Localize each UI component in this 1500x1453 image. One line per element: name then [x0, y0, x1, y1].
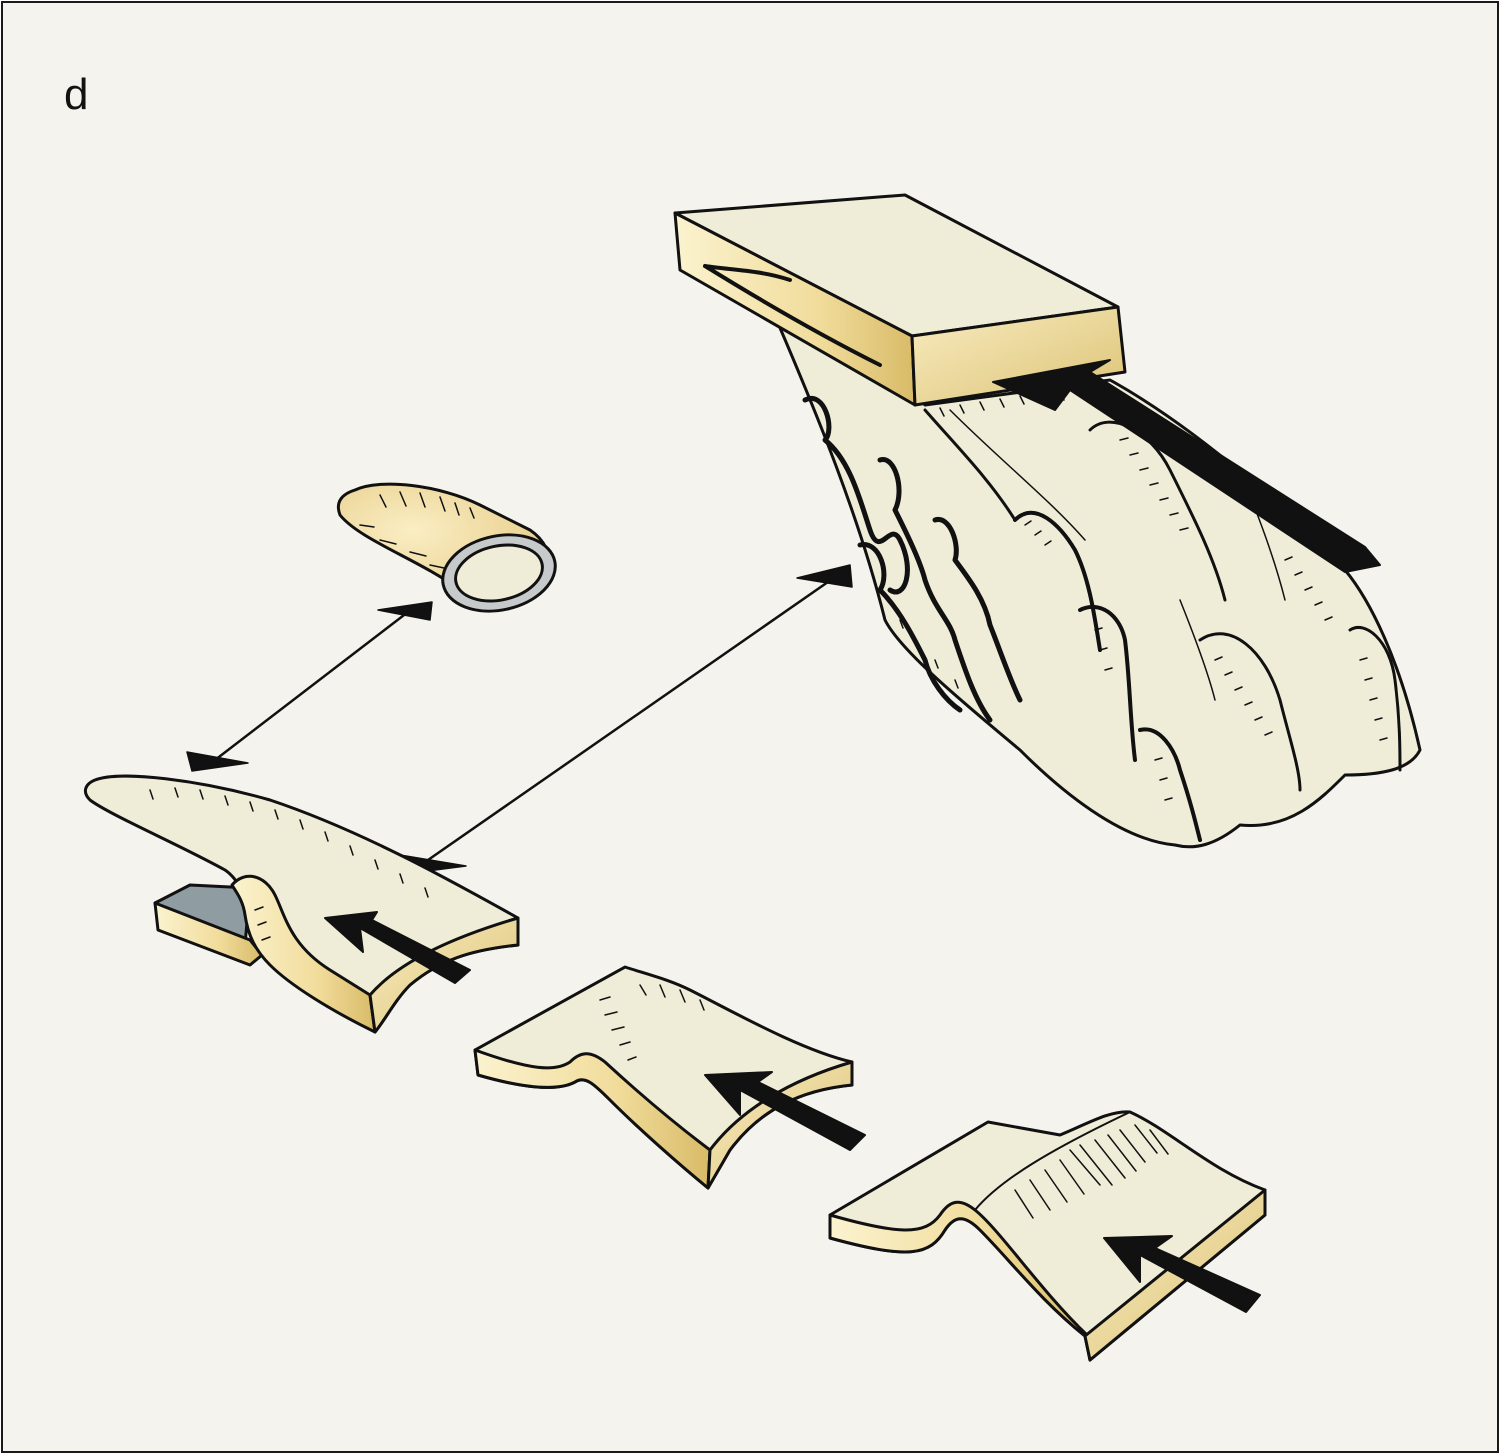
large-thrust-arrow-icon	[992, 359, 1381, 573]
thrust-arrow-icon	[324, 911, 471, 984]
panel-label: d	[64, 70, 89, 119]
link-arrow-nappe	[399, 564, 853, 875]
overturned-fold-block	[83, 774, 520, 1034]
large-nappe-block	[673, 193, 1422, 849]
link-arrow-cylinder	[186, 601, 433, 772]
symmetric-fold-block	[828, 1110, 1267, 1362]
arrowhead-icon	[796, 564, 853, 588]
fold-cylinder	[336, 482, 557, 613]
arrowhead-icon	[377, 601, 433, 621]
thrust-arrow-icon	[1103, 1235, 1261, 1313]
thrust-arrow-icon	[704, 1071, 866, 1151]
asymmetric-fold-block	[473, 965, 866, 1190]
arrowhead-icon	[186, 751, 249, 772]
